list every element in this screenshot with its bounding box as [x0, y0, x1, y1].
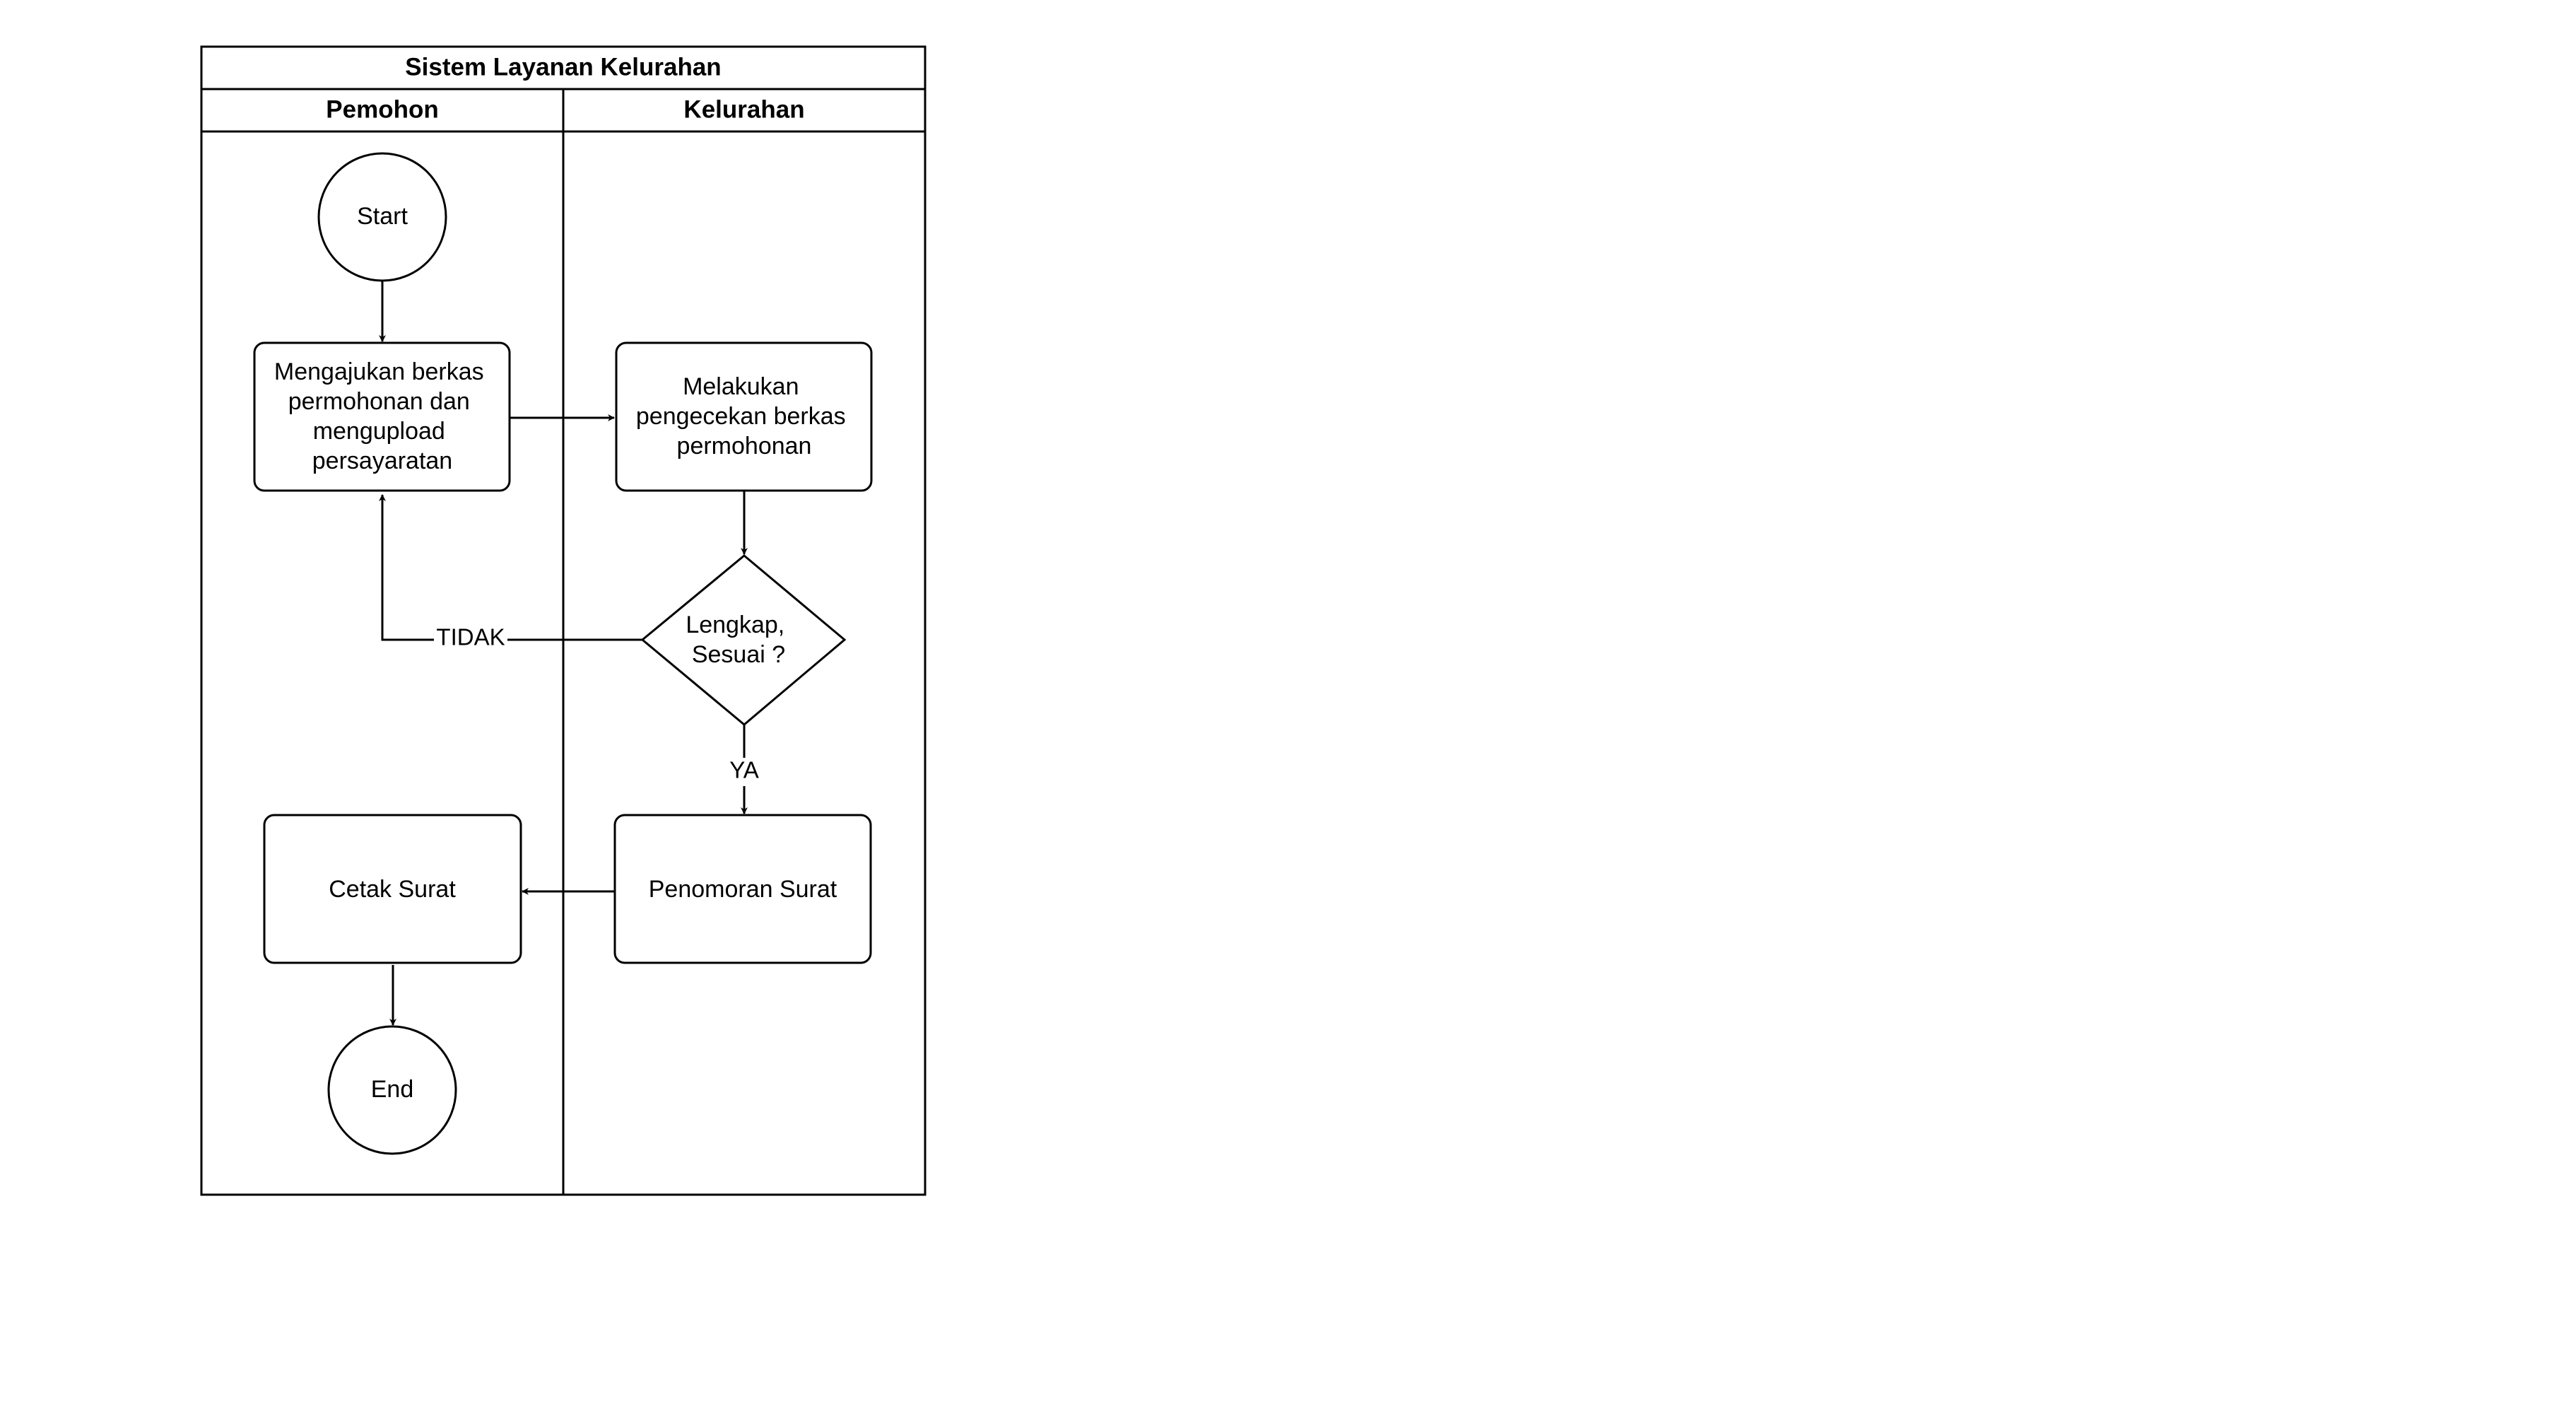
start-node — [317, 152, 447, 282]
submit-request-node — [253, 341, 511, 492]
lane-header-pemohon — [200, 88, 565, 133]
print-letter-node — [263, 814, 522, 964]
letter-numbering-label: Penomoran Surat — [649, 876, 837, 903]
letter-numbering-node — [613, 814, 872, 964]
check-document-node — [615, 341, 873, 492]
decision-label: Lengkap, Sesuai ? — [686, 611, 791, 668]
pool-title-bar — [200, 45, 927, 90]
lane-header-kelurahan — [562, 88, 927, 133]
edge-label-ya: YA — [729, 757, 759, 783]
print-letter-label: Cetak Surat — [329, 876, 456, 903]
lane-label-pemohon: Pemohon — [326, 95, 438, 123]
check-document-label: Melakukan pengecekan berkas permohonan — [636, 373, 852, 459]
start-node-label: Start — [357, 203, 408, 230]
end-node — [327, 1025, 457, 1155]
edge-label-bg-tidak — [434, 625, 507, 653]
decision-node — [640, 554, 847, 726]
lane-label-kelurahan: Kelurahan — [683, 95, 804, 123]
edge-label-bg-ya — [727, 758, 762, 786]
pool-title: Sistem Layanan Kelurahan — [405, 53, 721, 81]
edge-decision-to-submit — [379, 494, 642, 641]
edge-label-tidak: TIDAK — [436, 624, 505, 650]
submit-request-label: Mengajukan berkas permohonan dan mengupl… — [274, 358, 490, 474]
end-node-label: End — [371, 1076, 414, 1103]
